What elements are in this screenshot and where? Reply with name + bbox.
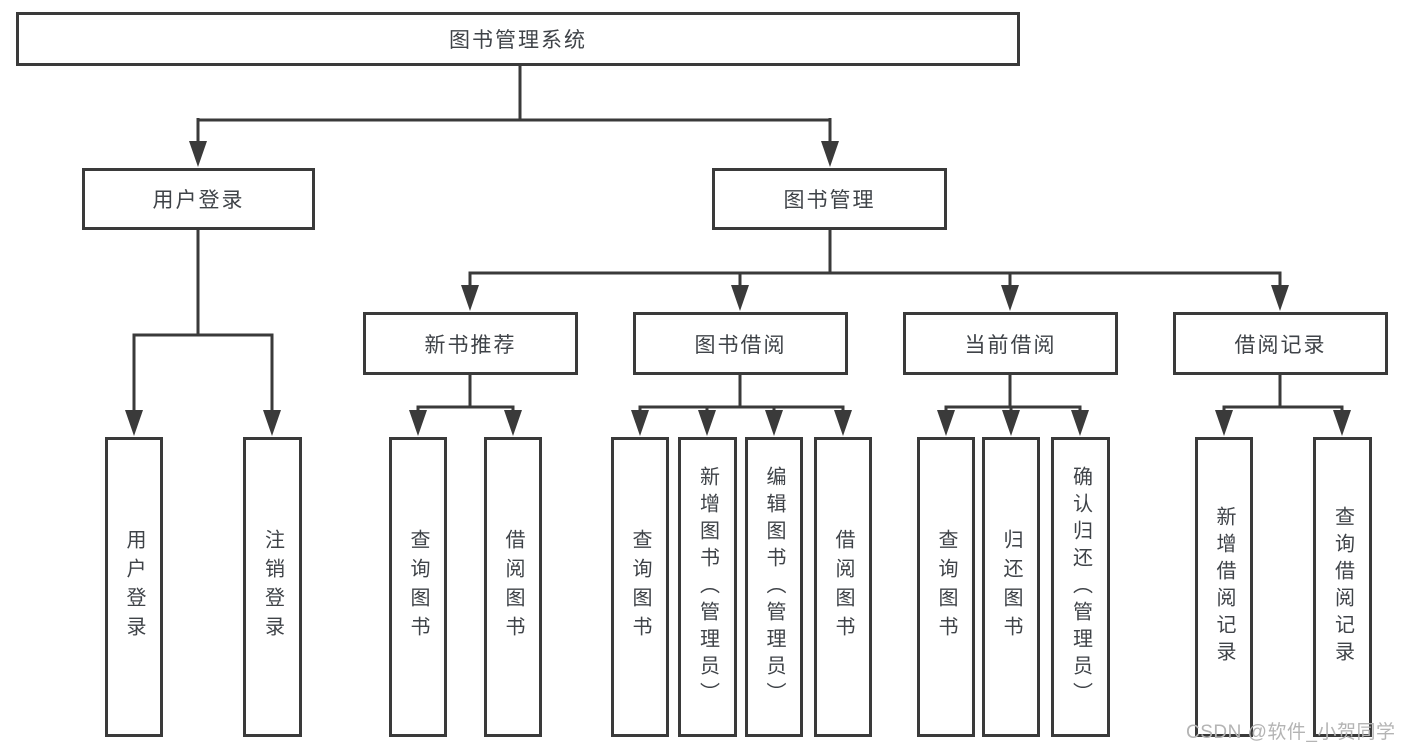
node-root-label: 图书管理系统 <box>449 29 587 52</box>
leaf-add-borrow-record-label: 新增借阅记录 <box>1213 506 1235 668</box>
leaf-return-books-label: 归还图书 <box>1000 529 1022 645</box>
node-current-borrow-label: 当前借阅 <box>964 333 1057 357</box>
leaf-search-books-recommend-label: 查询图书 <box>407 529 429 645</box>
leaf-search-borrow-record: 查询借阅记录 <box>1313 437 1372 737</box>
node-borrow-records-label: 借阅记录 <box>1234 333 1327 357</box>
node-new-book-recommend: 新书推荐 <box>363 312 578 375</box>
node-user-login: 用户登录 <box>82 168 315 230</box>
leaf-add-borrow-record: 新增借阅记录 <box>1195 437 1253 737</box>
leaf-edit-books-admin: 编辑图书（管理员） <box>745 437 803 737</box>
leaf-borrow-books-label: 借阅图书 <box>832 529 854 645</box>
leaf-search-books-recommend: 查询图书 <box>389 437 447 737</box>
leaf-confirm-return-admin-label: 确认归还（管理员） <box>1069 465 1092 709</box>
leaf-user-login: 用户登录 <box>105 437 163 737</box>
leaf-search-books-current-label: 查询图书 <box>935 529 957 645</box>
node-root: 图书管理系统 <box>16 12 1020 66</box>
leaf-confirm-return-admin: 确认归还（管理员） <box>1051 437 1110 737</box>
leaf-search-borrow-record-label: 查询借阅记录 <box>1331 506 1354 668</box>
leaf-borrow-books-recommend: 借阅图书 <box>484 437 542 737</box>
leaf-search-books-current: 查询图书 <box>917 437 975 737</box>
leaf-edit-books-admin-label: 编辑图书（管理员） <box>763 465 785 709</box>
node-book-borrow-label: 图书借阅 <box>694 333 787 357</box>
node-borrow-records: 借阅记录 <box>1173 312 1388 375</box>
leaf-add-books-admin-label: 新增图书（管理员） <box>696 465 719 709</box>
node-book-management: 图书管理 <box>712 168 947 230</box>
node-current-borrow: 当前借阅 <box>903 312 1118 375</box>
leaf-return-books: 归还图书 <box>982 437 1040 737</box>
leaf-search-books-borrow-label: 查询图书 <box>629 529 651 645</box>
node-user-login-label: 用户登录 <box>152 189 245 212</box>
leaf-borrow-books: 借阅图书 <box>814 437 872 737</box>
node-book-borrow: 图书借阅 <box>633 312 848 375</box>
leaf-user-login-label: 用户登录 <box>123 529 145 645</box>
leaf-add-books-admin: 新增图书（管理员） <box>678 437 737 737</box>
node-new-book-recommend-label: 新书推荐 <box>424 333 517 357</box>
leaf-search-books-borrow: 查询图书 <box>611 437 669 737</box>
leaf-borrow-books-recommend-label: 借阅图书 <box>502 529 524 645</box>
leaf-logout-label: 注销登录 <box>261 529 284 645</box>
leaf-logout: 注销登录 <box>243 437 302 737</box>
node-book-management-label: 图书管理 <box>783 189 876 212</box>
watermark-text: CSDN @软件_小贺同学 <box>1186 722 1396 743</box>
